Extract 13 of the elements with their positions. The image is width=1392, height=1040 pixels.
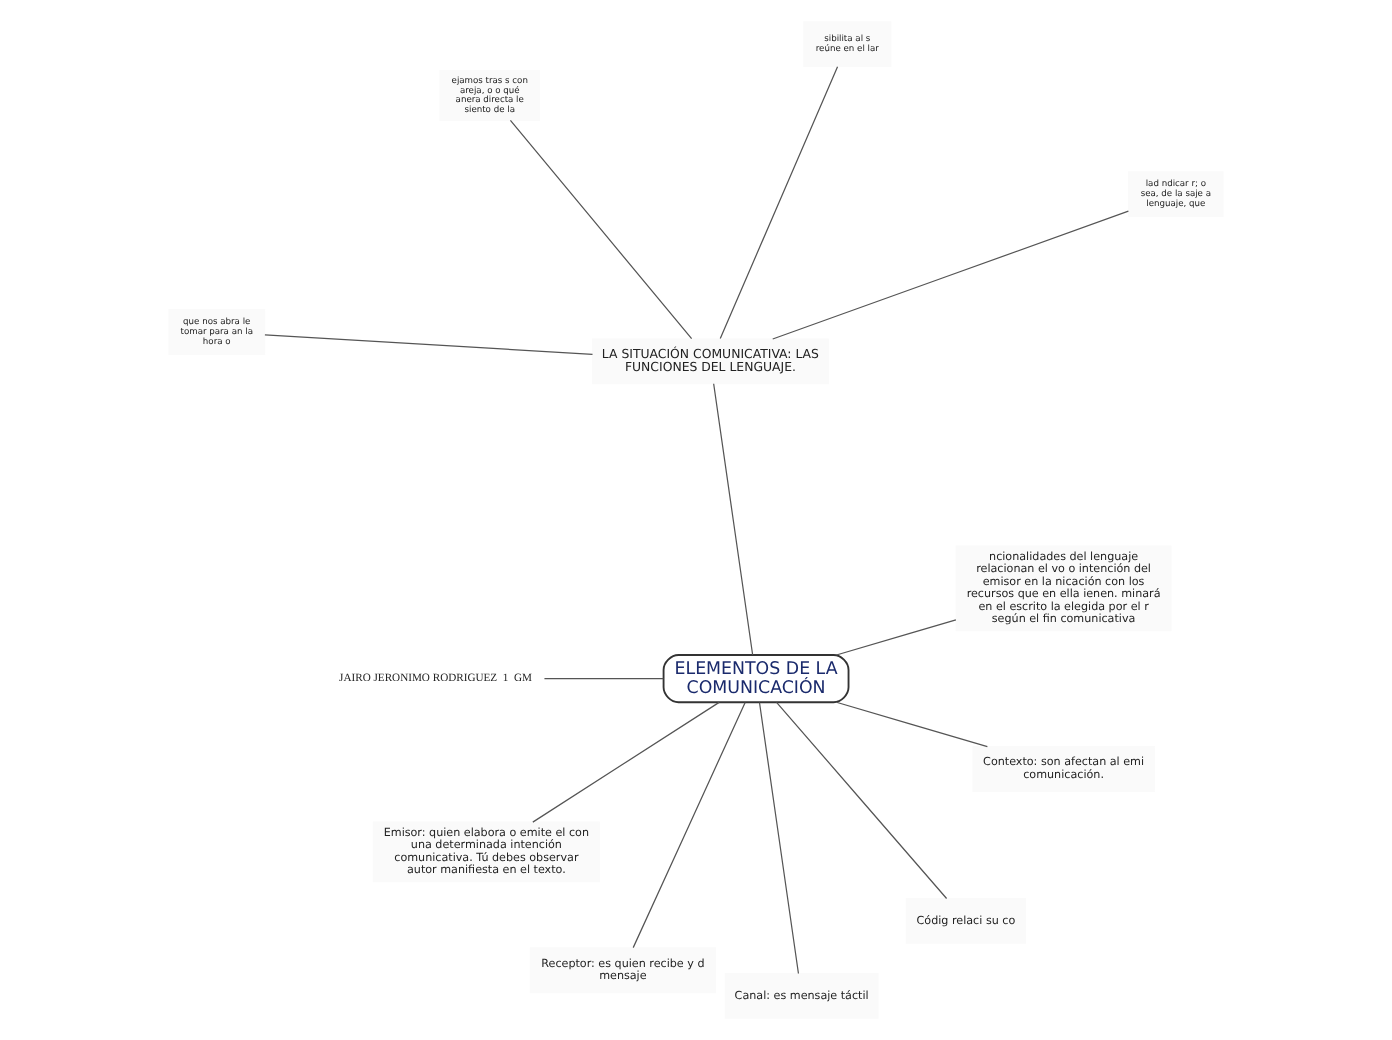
node-box: ELEMENTOS DE LA COMUNICACIÓN (662, 654, 850, 704)
connector (264, 334, 594, 355)
connector (713, 383, 754, 656)
connector (543, 678, 664, 680)
connector (532, 701, 720, 823)
connector (835, 701, 988, 748)
connector (632, 701, 746, 949)
connector (835, 619, 957, 656)
connector (775, 701, 948, 900)
connector (719, 66, 839, 340)
connector (772, 210, 1129, 340)
connector (758, 701, 800, 975)
connector (509, 119, 693, 340)
